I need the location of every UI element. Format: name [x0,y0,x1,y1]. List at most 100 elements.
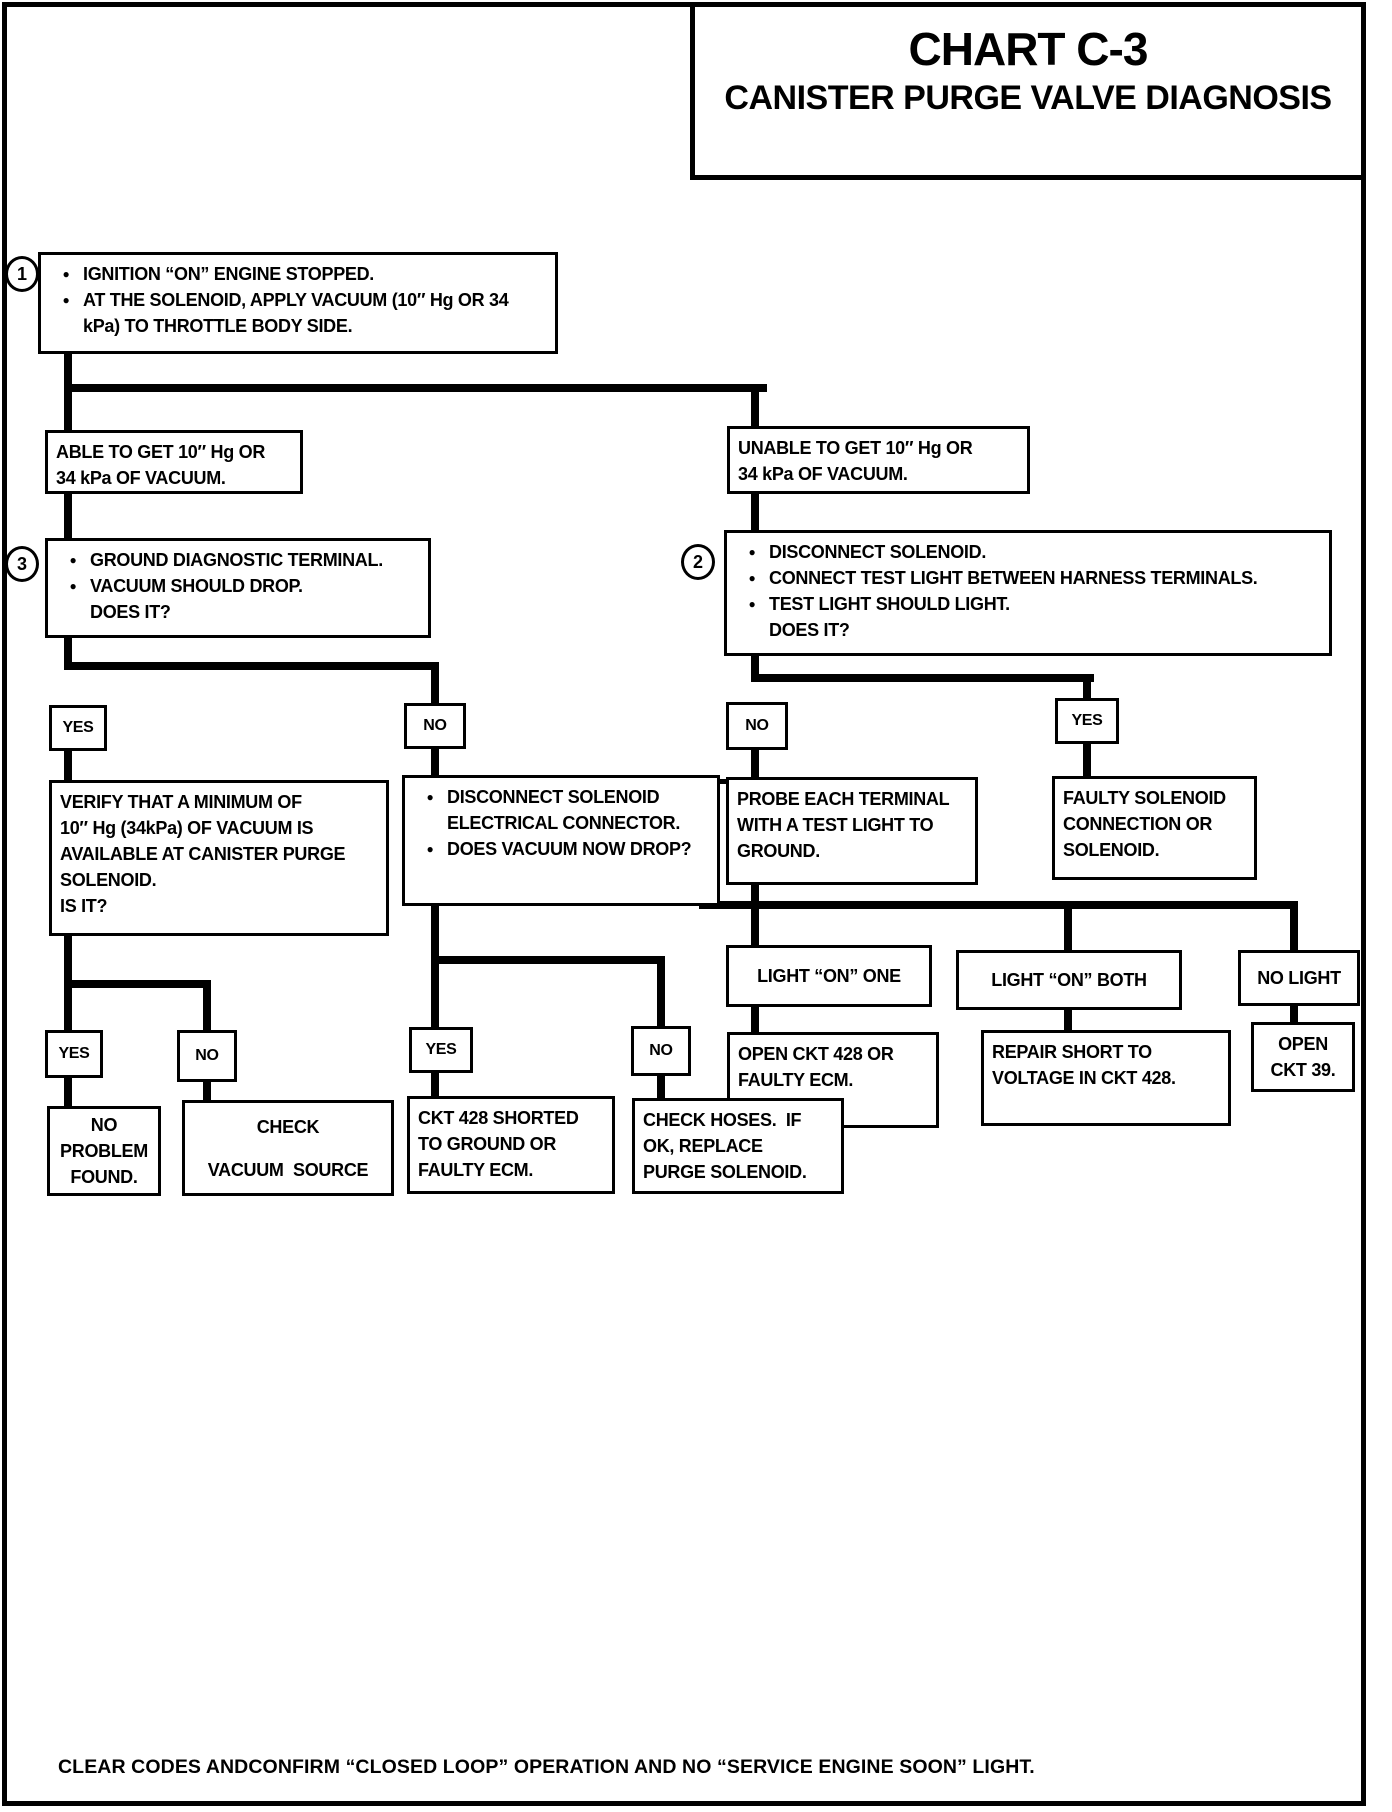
connector-line [1064,1008,1072,1032]
text-line: SOLENOID. [60,870,157,890]
label-no-light: NO LIGHT [1238,950,1360,1006]
question-text: DOES IT? [90,602,171,622]
connector-line [64,492,72,540]
label-yes-verify: YES [45,1030,103,1078]
text-line: FAULTY ECM. [418,1160,534,1180]
bullet-list: ● DISCONNECT SOLENOID. ● CONNECT TEST LIGHT… [735,539,1321,617]
connector-line [203,1080,211,1102]
chart-title-box: CHART C-3 CANISTER PURGE VALVE DIAGNOSIS [690,2,1366,180]
node-step2-test-light: ● DISCONNECT SOLENOID. ● CONNECT TEST LIGHT… [724,530,1332,656]
text-line: WITH A TEST LIGHT TO [737,815,934,835]
node-disconnect-connector: ●DISCONNECT SOLENOID ELECTRICAL CONNECTO… [402,775,720,906]
bullet-text: TEST LIGHT SHOULD LIGHT. [769,594,1010,614]
connector-line [657,1074,665,1100]
text-line: 34 kPa OF VACUUM. [738,464,908,484]
bullet-text: DISCONNECT SOLENOID. [769,542,987,562]
connector-line [1083,674,1091,700]
chart-title: CHART C-3 [908,23,1149,75]
bullet-icon: ● [426,842,434,856]
label-yes-step2: YES [1055,698,1119,744]
text-line: AVAILABLE AT CANISTER PURGE [60,844,346,864]
bullet-icon: ● [62,267,70,281]
node-step3-ground-terminal: ● GROUND DIAGNOSTIC TERMINAL. ● VACUUM SHOU… [45,538,431,638]
connector-line [64,751,72,780]
text-line: CKT 39. [1270,1060,1336,1080]
text-line: ABLE TO GET 10″ Hg OR [56,442,266,462]
text-line: FAULTY SOLENOID [1063,788,1226,808]
text-line: PURGE SOLENOID. [643,1162,807,1182]
text-line: SOLENOID. [1063,840,1160,860]
bullet-text: IGNITION “ON” ENGINE STOPPED. [83,264,375,284]
text-line: PROBE EACH TERMINAL [737,789,950,809]
connector-line [64,980,211,988]
bullet-item: ● DOES VACUUM NOW DROP? [413,836,709,862]
text-line: OK, REPLACE [643,1136,763,1156]
text-line: VACUUM SOURCE [207,1159,369,1180]
text-line: 10″ Hg (34kPa) OF VACUUM IS [60,818,314,838]
bullet-item: ● GROUND DIAGNOSTIC TERMINAL. [56,547,420,573]
bullet-icon: ● [748,597,756,611]
label-no-disconnect: NO [631,1026,691,1076]
text-line: REPAIR SHORT TO [992,1042,1152,1062]
connector-line [64,1076,72,1108]
label-yes-disconnect: YES [409,1027,473,1073]
bullet-text: VACUUM SHOULD DROP. [90,576,303,596]
bullet-item: ● AT THE SOLENOID, APPLY VACUUM (10″ Hg O… [49,287,547,339]
bullet-item: ● DISCONNECT SOLENOID. [735,539,1321,565]
text-line: TO GROUND OR [418,1134,557,1154]
connector-line [699,901,1298,909]
bullet-text: AT THE SOLENOID, APPLY VACUUM (10″ Hg OR… [83,290,509,336]
node-unable-vacuum: UNABLE TO GET 10″ Hg OR 34 kPa OF VACUUM. [727,426,1030,494]
text-line: CHECK HOSES. IF [643,1110,802,1130]
bullet-text: CONNECT TEST LIGHT BETWEEN HARNESS TERMI… [769,568,1258,588]
connector-line [751,384,759,430]
connector-line [64,662,439,670]
connector-line [751,883,759,947]
connector-line [751,1005,759,1034]
bullet-icon: ● [426,790,434,804]
text-line: UNABLE TO GET 10″ Hg OR [738,438,973,458]
label-yes-step3: YES [49,705,107,751]
bullet-icon: ● [69,553,77,567]
node-probe-terminals: PROBE EACH TERMINAL WITH A TEST LIGHT TO G… [726,777,978,885]
text-line: FAULTY ECM. [738,1070,854,1090]
label-no-step3: NO [404,703,466,749]
step-2-number: 2 [681,544,715,580]
question-text: DOES IT? [769,620,850,640]
bullet-icon: ● [62,293,70,307]
label-light-on-both: LIGHT “ON” BOTH [956,950,1182,1010]
node-check-hoses: CHECK HOSES. IF OK, REPLACE PURGE SOLENOID… [632,1098,844,1194]
text-line: FOUND. [70,1167,138,1187]
label-no-verify: NO [177,1030,237,1082]
connector-line [431,662,439,705]
bullet-icon: ● [748,571,756,585]
connector-line [1064,901,1072,950]
connector-line [64,384,767,392]
text-line: 34 kPa OF VACUUM. [56,468,226,488]
connector-line [203,980,211,1030]
bullet-item: ● CONNECT TEST LIGHT BETWEEN HARNESS TERM… [735,565,1321,591]
node-open-ckt39: OPEN CKT 39. [1251,1022,1355,1092]
bullet-item: ● VACUUM SHOULD DROP. [56,573,420,599]
step-3-number: 3 [5,546,39,582]
text-line: PROBLEM [60,1141,148,1161]
node-able-vacuum: ABLE TO GET 10″ Hg OR 34 kPa OF VACUUM. [45,430,303,494]
bullet-text: DOES VACUUM NOW DROP? [447,839,692,859]
text-line: OPEN [1278,1034,1328,1054]
page-border [2,2,1366,1806]
text-line: GROUND. [737,841,820,861]
connector-line [431,1071,439,1098]
bullet-icon: ● [748,545,756,559]
bullet-item: ● IGNITION “ON” ENGINE STOPPED. [49,261,547,287]
bullet-text: GROUND DIAGNOSTIC TERMINAL. [90,550,383,570]
step-1-number: 1 [5,256,39,292]
label-no-step2: NO [726,702,788,750]
bullet-icon: ● [69,579,77,593]
bullet-item: ●DISCONNECT SOLENOID ELECTRICAL CONNECTO… [413,784,709,836]
